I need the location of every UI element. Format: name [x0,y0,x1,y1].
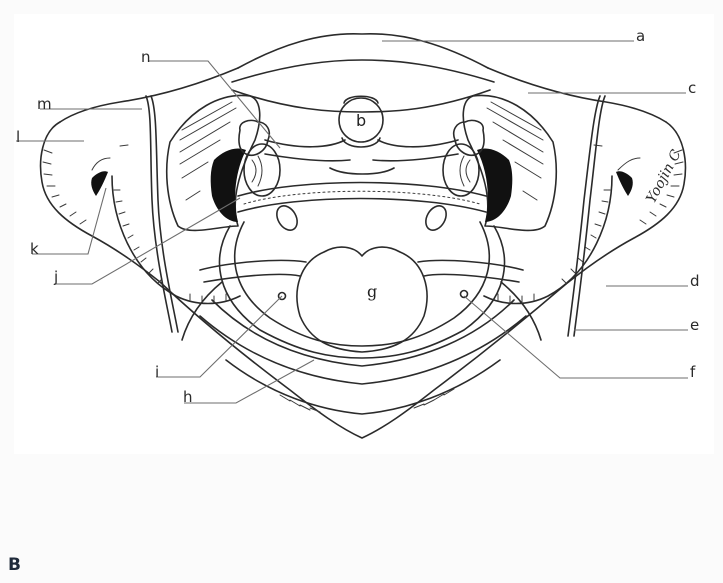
label-l: l [16,128,21,146]
vertebra-drawing: Yoojin C b g [16,33,688,439]
label-j: j [54,268,59,286]
posterior-arch-hatched [91,144,641,305]
label-m: m [37,95,52,113]
dens-and-ligaments [231,89,491,175]
leader-n [148,60,281,149]
label-b-center: b [356,111,366,130]
label-g-center: g [367,282,377,301]
leader-i [156,295,283,378]
leader-f [463,295,688,379]
label-h: h [183,388,193,406]
anatomical-figure: Yoojin C b g a c n m l k j d e f i h [14,14,714,454]
artist-signature: Yoojin C [643,147,684,206]
canal-rings [218,205,506,359]
label-f: f [690,363,696,381]
lateral-masses [165,94,558,232]
label-k: k [30,240,39,258]
label-i: i [155,363,160,381]
vessels [145,95,606,337]
label-d: d [690,272,700,290]
leader-j [54,197,241,285]
label-a: a [636,27,646,45]
leader-lines [16,40,688,404]
transverse-hatching [42,149,684,225]
panel-label: B [8,555,21,575]
leader-k [32,187,107,255]
transverse-ligament [237,181,487,213]
leader-h [184,359,315,404]
outer-outline [39,33,687,439]
vertebral-arteries [181,259,542,341]
spinal-cord [296,246,428,353]
label-c: c [688,79,697,97]
label-e: e [690,316,700,334]
label-n: n [141,48,151,66]
